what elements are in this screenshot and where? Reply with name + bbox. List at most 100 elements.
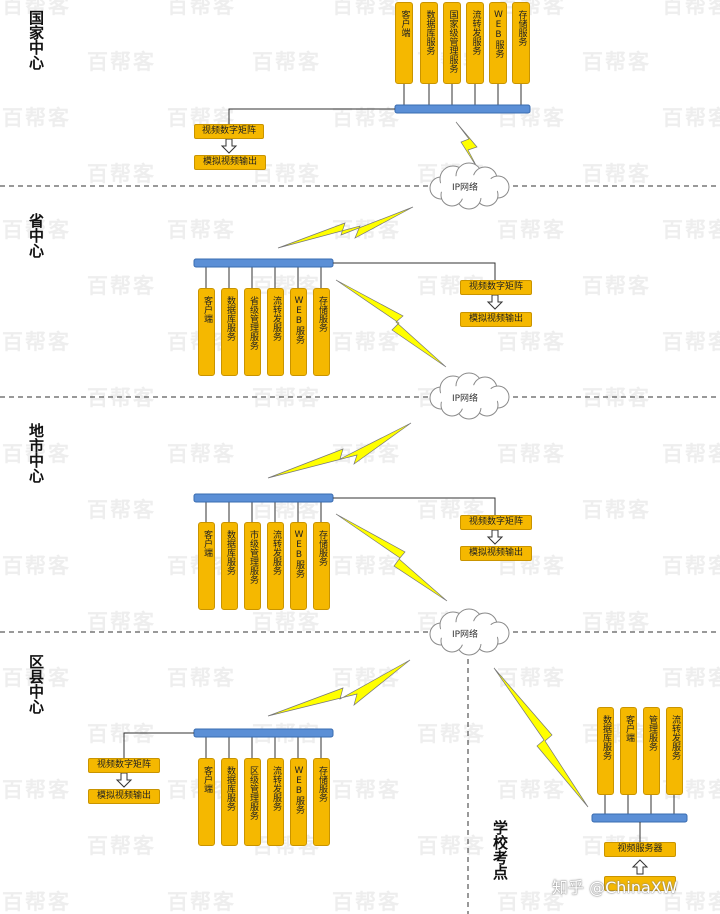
level-label-county: 区县中心 — [27, 654, 45, 714]
server-label: 数据库服务 — [225, 530, 235, 575]
link-line — [333, 497, 496, 515]
analog-output-box: 模拟视频输出 — [460, 312, 532, 327]
server-label: 客户端 — [202, 296, 212, 323]
server-pillar: 数据库服务 — [420, 2, 438, 84]
server-label: 区级管理服务 — [248, 766, 258, 820]
video-matrix-box: 视频数字矩阵 — [88, 758, 160, 773]
server-label: WEB服务 — [493, 10, 504, 58]
source-credit: 知乎 @ChinaXW — [552, 878, 678, 897]
server-label: 流转发服务 — [271, 296, 281, 341]
server-label: 存储服务 — [516, 10, 527, 46]
server-pillar: 客户端 — [198, 758, 215, 846]
server-pillar: 流转发服务 — [466, 2, 484, 84]
server-label: 流转发服务 — [470, 10, 481, 55]
server-pillar: 客户端 — [395, 2, 413, 84]
network-bus — [394, 104, 531, 114]
server-pillar: 市级管理服务 — [244, 522, 261, 610]
ip-network-label: IP网络 — [451, 183, 479, 193]
server-label: 客户端 — [202, 766, 212, 793]
server-label: WEB服务 — [294, 530, 304, 578]
level-label-city: 地市中心 — [27, 423, 45, 483]
server-label: 流转发服务 — [271, 530, 281, 575]
ip-network-cloud — [429, 372, 510, 420]
server-label: 客户端 — [624, 715, 634, 742]
analog-output-box: 模拟视频输出 — [460, 546, 532, 561]
server-label: 存储服务 — [317, 296, 327, 332]
lightning-bolt — [335, 513, 448, 602]
server-label: 存储服务 — [317, 766, 327, 802]
ip-network-cloud — [429, 608, 510, 656]
ip-network-label: IP网络 — [451, 630, 479, 640]
server-label: 数据库服务 — [424, 10, 435, 55]
down-arrow-icon — [486, 529, 504, 545]
link-line — [333, 262, 496, 280]
server-label: 省级管理服务 — [248, 296, 258, 350]
server-label: WEB服务 — [294, 296, 304, 344]
server-pillar: WEB服务 — [489, 2, 507, 84]
server-pillar: 数据库服务 — [221, 288, 238, 376]
server-pillar: 流转发服务 — [267, 758, 284, 846]
network-bus — [193, 728, 334, 738]
cloud-core — [439, 385, 499, 409]
server-pillar: 存储服务 — [512, 2, 530, 84]
server-pillar: 区级管理服务 — [244, 758, 261, 846]
down-arrow-icon — [115, 772, 133, 788]
server-label: 客户端 — [202, 530, 212, 557]
server-pillar: 数据库服务 — [221, 522, 238, 610]
server-label: 国家级管理服务 — [447, 10, 458, 73]
server-label: 流转发服务 — [670, 715, 680, 760]
analog-output-box: 模拟视频输出 — [194, 155, 266, 170]
lightning-bolt — [267, 422, 412, 479]
lightning-bolt — [455, 121, 479, 170]
server-label: 客户端 — [399, 10, 410, 37]
server-label: 存储服务 — [317, 530, 327, 566]
server-pillar: 流转发服务 — [267, 522, 284, 610]
server-pillar: WEB服务 — [290, 288, 307, 376]
video-matrix-box: 视频数字矩阵 — [460, 515, 532, 530]
server-pillar: 数据库服务 — [597, 707, 614, 795]
level-label-province: 省中心 — [27, 213, 45, 258]
level-label-school: 学校考点 — [491, 820, 509, 880]
server-pillar: 客户端 — [198, 288, 215, 376]
network-bus — [193, 258, 334, 268]
network-bus — [591, 813, 688, 823]
server-pillar: WEB服务 — [290, 758, 307, 846]
link-line — [123, 732, 194, 758]
ip-network-cloud — [429, 162, 510, 210]
level-label-national: 国家中心 — [27, 10, 45, 70]
server-label: 市级管理服务 — [248, 530, 258, 584]
server-pillar: 存储服务 — [313, 522, 330, 610]
server-label: 流转发服务 — [271, 766, 281, 811]
down-arrow-icon — [220, 138, 238, 154]
server-pillar: 国家级管理服务 — [443, 2, 461, 84]
video-matrix-box: 视频数字矩阵 — [460, 280, 532, 295]
lightning-bolt — [335, 279, 447, 368]
server-pillar: 客户端 — [620, 707, 637, 795]
lightning-bolt — [493, 667, 589, 808]
link-line — [228, 108, 395, 124]
up-arrow-icon — [631, 859, 649, 875]
server-label: 数据库服务 — [225, 766, 235, 811]
down-arrow-icon — [486, 294, 504, 310]
server-pillar: 数据库服务 — [221, 758, 238, 846]
cloud-core — [439, 175, 499, 199]
server-pillar: 存储服务 — [313, 288, 330, 376]
server-label: 数据库服务 — [225, 296, 235, 341]
server-pillar: 存储服务 — [313, 758, 330, 846]
server-label: WEB服务 — [294, 766, 304, 814]
server-pillar: 流转发服务 — [666, 707, 683, 795]
server-pillar: 管理服务 — [643, 707, 660, 795]
lightning-bolt — [267, 659, 411, 717]
video-matrix-box: 视频数字矩阵 — [194, 124, 264, 139]
ip-network-label: IP网络 — [451, 394, 479, 404]
server-label: 管理服务 — [647, 715, 657, 751]
video-source-box — [604, 876, 676, 891]
server-pillar: 流转发服务 — [267, 288, 284, 376]
video-server-box: 视频服务器 — [604, 842, 676, 857]
server-label: 数据库服务 — [601, 715, 611, 760]
network-bus — [193, 493, 334, 503]
analog-output-box: 模拟视频输出 — [88, 789, 160, 804]
cloud-core — [439, 621, 499, 645]
server-pillar: WEB服务 — [290, 522, 307, 610]
